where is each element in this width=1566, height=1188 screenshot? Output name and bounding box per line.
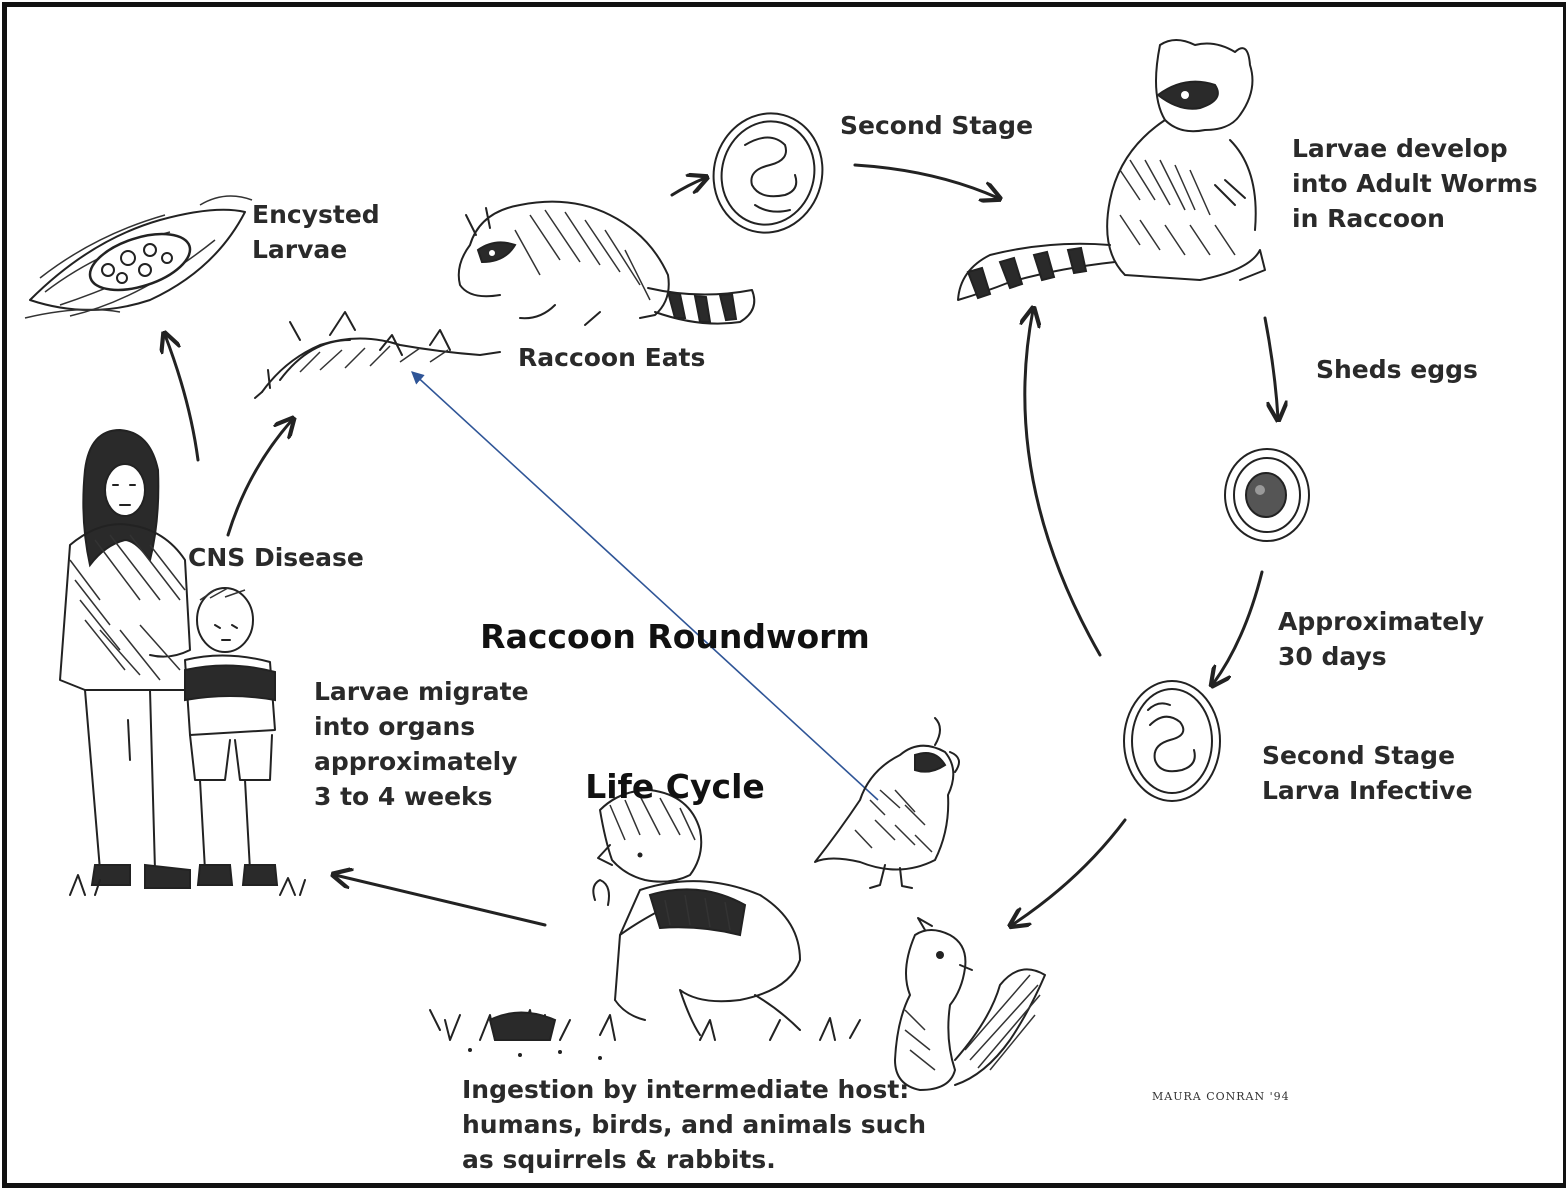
label-larvae-develop: Larvae develop into Adult Worms in Racco…	[1292, 131, 1538, 236]
squirrel-icon	[895, 918, 1045, 1090]
arrow-to-encysted	[165, 335, 198, 460]
label-cns-disease: CNS Disease	[188, 540, 364, 575]
title-line-1: Raccoon Roundworm	[440, 612, 910, 662]
label-raccoon-eats: Raccoon Eats	[518, 340, 705, 375]
arrow-infective-to-squirrel	[1012, 820, 1125, 925]
artist-signature: MAURA CONRAN '94	[1152, 1090, 1290, 1103]
label-second-stage-top: Second Stage	[840, 108, 1033, 143]
label-sheds-eggs: Sheds eggs	[1316, 352, 1478, 387]
arrow-raccoon-to-egg	[672, 178, 705, 195]
label-encysted-larvae: Encysted Larvae	[252, 197, 380, 267]
woman-and-child-icon	[60, 430, 305, 895]
label-approximately-30-days: Approximately 30 days	[1278, 604, 1484, 674]
arrow-egg-30-days	[1213, 572, 1262, 684]
raccoon-sitting-icon	[958, 40, 1265, 300]
label-larvae-migrate: Larvae migrate into organs approximately…	[314, 674, 529, 814]
arrow-infective-to-raccoon	[1025, 310, 1100, 655]
arrow-egg-to-raccoon	[855, 165, 998, 198]
label-second-stage-larva-infective: Second Stage Larva Infective	[1262, 738, 1473, 808]
prey-carcass-icon	[255, 312, 500, 398]
egg-shed-icon	[1225, 449, 1309, 541]
raccoon-eating-icon	[459, 202, 755, 325]
egg-second-stage-icon	[700, 101, 835, 245]
arrow-cns-to-raccoon-eats	[228, 420, 292, 535]
arrow-raccoon-sheds-eggs	[1265, 318, 1278, 418]
label-ingestion: Ingestion by intermediate host: humans, …	[462, 1072, 926, 1177]
egg-infective-icon	[1124, 681, 1220, 801]
encysted-larvae-tissue-icon	[25, 196, 252, 318]
